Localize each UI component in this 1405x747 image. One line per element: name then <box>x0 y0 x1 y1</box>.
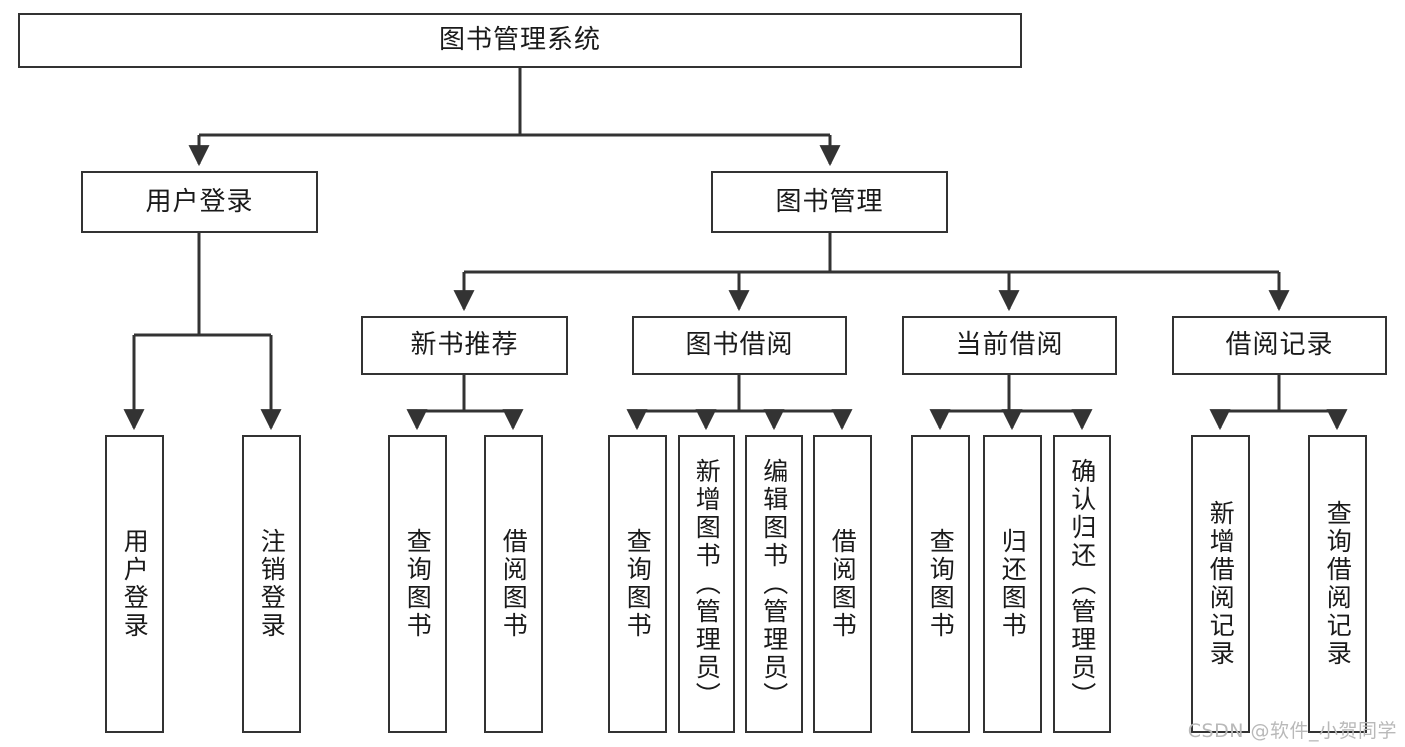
node-leaf-rec-borrow-book[interactable]: 借阅图书 <box>484 435 543 733</box>
node-new-book-rec[interactable]: 新书推荐 <box>361 316 568 375</box>
node-leaf-record-query[interactable]: 查询借阅记录 <box>1308 435 1367 733</box>
node-root-label: 图书管理系统 <box>438 25 601 56</box>
node-leaf-current-query-book[interactable]: 查询图书 <box>911 435 970 733</box>
node-leaf-current-return-book-label: 归还图书 <box>998 528 1028 640</box>
node-leaf-rec-borrow-book-label: 借阅图书 <box>499 528 529 640</box>
node-leaf-borrow-borrow-book[interactable]: 借阅图书 <box>813 435 872 733</box>
node-book-borrow[interactable]: 图书借阅 <box>632 316 847 375</box>
node-new-book-rec-label: 新书推荐 <box>410 330 519 361</box>
node-leaf-user-login[interactable]: 用户登录 <box>105 435 164 733</box>
node-leaf-borrow-edit-book[interactable]: 编辑图书（管理员） <box>745 435 803 733</box>
node-leaf-borrow-add-book-label: 新增图书（管理员） <box>692 458 722 710</box>
watermark: CSDN @软件_小贺同学 <box>1187 720 1397 742</box>
node-borrow-record-label: 借阅记录 <box>1225 330 1334 361</box>
node-current-borrow-label: 当前借阅 <box>955 330 1064 361</box>
node-leaf-borrow-query-book-label: 查询图书 <box>623 528 653 640</box>
node-leaf-current-confirm-return[interactable]: 确认归还（管理员） <box>1053 435 1111 733</box>
node-leaf-user-login-label: 用户登录 <box>120 528 150 640</box>
node-leaf-record-query-label: 查询借阅记录 <box>1323 500 1353 668</box>
node-leaf-current-confirm-return-label: 确认归还（管理员） <box>1067 458 1097 710</box>
node-leaf-borrow-edit-book-label: 编辑图书（管理员） <box>759 458 789 710</box>
node-book-borrow-label: 图书借阅 <box>685 330 794 361</box>
node-leaf-record-add-label: 新增借阅记录 <box>1206 500 1236 668</box>
node-leaf-borrow-add-book[interactable]: 新增图书（管理员） <box>678 435 735 733</box>
node-leaf-user-logout[interactable]: 注销登录 <box>242 435 301 733</box>
node-leaf-user-logout-label: 注销登录 <box>257 528 287 640</box>
node-leaf-borrow-borrow-book-label: 借阅图书 <box>828 528 858 640</box>
node-leaf-borrow-query-book[interactable]: 查询图书 <box>608 435 667 733</box>
node-leaf-current-return-book[interactable]: 归还图书 <box>983 435 1042 733</box>
node-user-login[interactable]: 用户登录 <box>81 171 318 233</box>
node-borrow-record[interactable]: 借阅记录 <box>1172 316 1387 375</box>
node-leaf-current-query-book-label: 查询图书 <box>926 528 956 640</box>
node-current-borrow[interactable]: 当前借阅 <box>902 316 1117 375</box>
node-user-login-label: 用户登录 <box>145 186 254 217</box>
node-leaf-rec-query-book-label: 查询图书 <box>403 528 433 640</box>
node-root[interactable]: 图书管理系统 <box>18 13 1022 68</box>
node-leaf-rec-query-book[interactable]: 查询图书 <box>388 435 447 733</box>
node-book-manage-label: 图书管理 <box>775 186 884 217</box>
node-book-manage[interactable]: 图书管理 <box>711 171 948 233</box>
node-leaf-record-add[interactable]: 新增借阅记录 <box>1191 435 1250 733</box>
